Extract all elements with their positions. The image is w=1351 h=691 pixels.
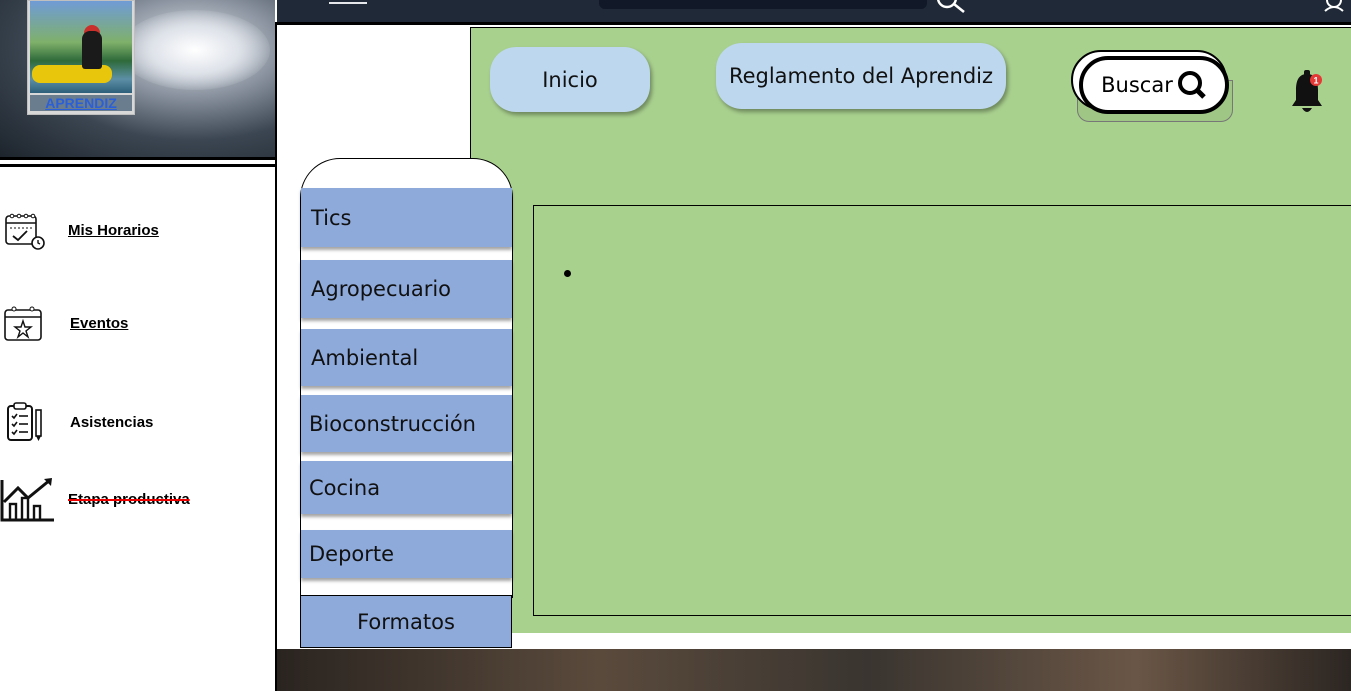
sidebar-item-label: Asistencias — [70, 413, 154, 431]
sidebar-item-label: Etapa productiva — [68, 490, 190, 508]
banner-cloud — [120, 10, 270, 90]
clipboard-checklist-icon — [7, 402, 42, 441]
calendar-clock-icon — [5, 213, 45, 250]
formatos-button[interactable]: Formatos — [300, 595, 512, 648]
buscar-label: Buscar — [1101, 73, 1173, 97]
category-cocina[interactable]: Cocina — [301, 461, 512, 514]
bell-icon[interactable]: 1 — [1289, 68, 1325, 118]
sidebar-item-etapa-productiva[interactable]: Etapa productiva — [0, 476, 190, 522]
sidebar-divider — [0, 157, 275, 167]
reglamento-button[interactable]: Reglamento del Aprendiz — [716, 43, 1006, 109]
photo-raft — [32, 65, 112, 83]
notification-count: 1 — [1313, 76, 1318, 86]
profile-role-link[interactable]: APRENDIZ — [30, 95, 132, 111]
footer-image — [277, 649, 1351, 691]
category-tics[interactable]: Tics — [301, 188, 512, 247]
buscar-inner[interactable]: Buscar — [1079, 56, 1229, 114]
sidebar-item-mis-horarios[interactable]: Mis Horarios — [0, 210, 159, 250]
list-bullet — [564, 270, 571, 277]
top-bar — [277, 0, 1351, 25]
category-agropecuario[interactable]: Agropecuario — [301, 260, 512, 318]
sidebar-item-label: Eventos — [70, 314, 129, 332]
content-area — [533, 205, 1351, 616]
profile-card[interactable]: APRENDIZ — [27, 0, 135, 115]
top-search-field[interactable] — [599, 0, 927, 9]
calendar-star-icon — [4, 306, 42, 341]
main-panel: Inicio Reglamento del Aprendiz Buscar 1 — [470, 27, 1351, 633]
search-icon[interactable] — [937, 0, 967, 16]
sidebar-item-label: Mis Horarios — [68, 221, 159, 239]
notification-badge — [1310, 74, 1322, 86]
profile-banner: APRENDIZ — [0, 0, 275, 157]
search-icon — [1177, 71, 1206, 99]
top-bar-tab-indicator[interactable] — [329, 2, 367, 4]
category-deporte[interactable]: Deporte — [301, 530, 512, 578]
buscar-button[interactable]: Buscar — [1071, 50, 1233, 122]
user-icon[interactable] — [1323, 0, 1345, 12]
sidebar-item-asistencias[interactable]: Asistencias — [0, 402, 153, 442]
sidebar-item-eventos[interactable]: Eventos — [0, 303, 128, 343]
sidebar-border — [275, 22, 277, 691]
profile-photo — [30, 1, 132, 93]
category-bioconstruccion[interactable]: Bioconstrucción — [301, 395, 512, 452]
inicio-button[interactable]: Inicio — [490, 47, 650, 112]
growth-chart-icon — [0, 478, 54, 522]
photo-person — [82, 31, 102, 69]
category-ambiental[interactable]: Ambiental — [301, 329, 512, 386]
